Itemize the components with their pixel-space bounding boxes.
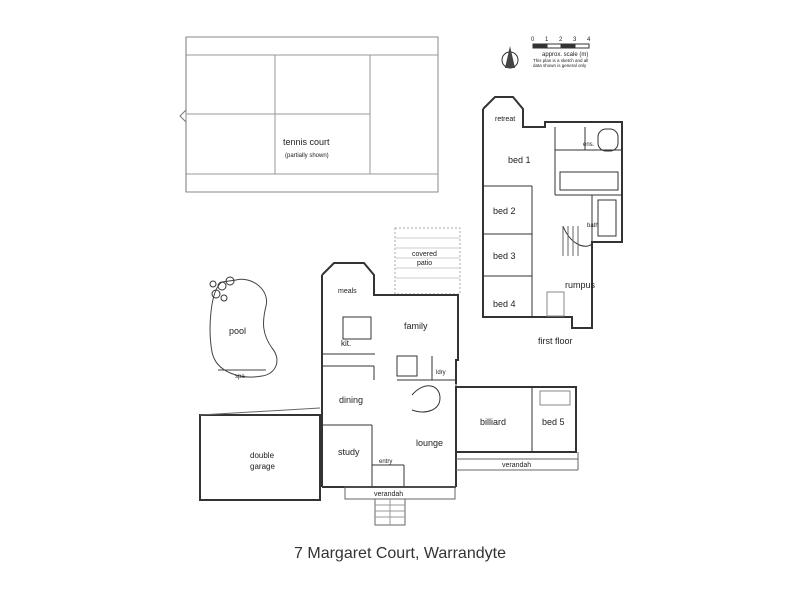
scale-disclaimer-2: data shown is general only [533,63,587,68]
tennis-court [179,36,439,193]
label-verandah-side: verandah [502,462,531,469]
label-lounge: lounge [416,438,443,448]
front-verandah [344,486,456,526]
covered-patio [394,227,461,295]
pool [209,276,278,378]
label-first-floor: first floor [538,336,573,346]
label-bed3: bed 3 [493,251,516,261]
scale-label: approx. scale (m) [542,52,588,58]
scale-tick-1: 1 [545,37,549,43]
label-retreat: retreat [495,116,515,123]
scale-bar [532,43,590,49]
ground-floor-inner-walls [322,316,456,487]
label-garage: garage [250,462,275,471]
label-entry: entry [379,459,392,465]
room-labels: tennis court (partially shown) covered p… [229,116,599,498]
plan-caption: 7 Margaret Court, Warrandyte [294,545,506,562]
double-garage [199,407,321,501]
label-patio: patio [417,260,432,267]
first-floor [482,96,623,329]
label-family: family [404,321,428,331]
label-bath: bath [587,223,599,229]
label-laundry: ldry [436,370,446,376]
label-bed5: bed 5 [542,417,565,427]
label-bed1: bed 1 [508,155,531,165]
label-bed4: bed 4 [493,299,516,309]
label-covered: covered [412,251,437,258]
label-pool: pool [229,326,246,336]
scale-labels: 0 1 2 3 4 approx. scale (m) This plan is… [531,37,591,68]
label-meals: meals [338,288,357,295]
first-floor-inner-walls [483,127,622,317]
scale-tick-0: 0 [531,37,535,43]
label-verandah-front: verandah [374,491,403,498]
label-tennis-note: (partially shown) [285,153,329,159]
label-kitchen: kit. [341,339,351,348]
label-rumpus: rumpus [565,280,596,290]
billiard-wing [455,386,579,471]
label-spa: spa [235,374,245,380]
scale-disclaimer-1: This plan is a sketch and all [533,58,588,63]
label-dining: dining [339,395,363,405]
scale-tick-3: 3 [573,37,577,43]
label-ens: ens. [583,142,595,148]
label-double: double [250,451,275,460]
label-bed2: bed 2 [493,206,516,216]
label-billiard: billiard [480,417,506,427]
label-tennis-court: tennis court [283,137,330,147]
label-study: study [338,447,360,457]
first-floor-stairs [562,226,579,256]
north-arrow-icon [501,46,519,69]
scale-tick-2: 2 [559,37,563,43]
scale-tick-4: 4 [587,37,591,43]
